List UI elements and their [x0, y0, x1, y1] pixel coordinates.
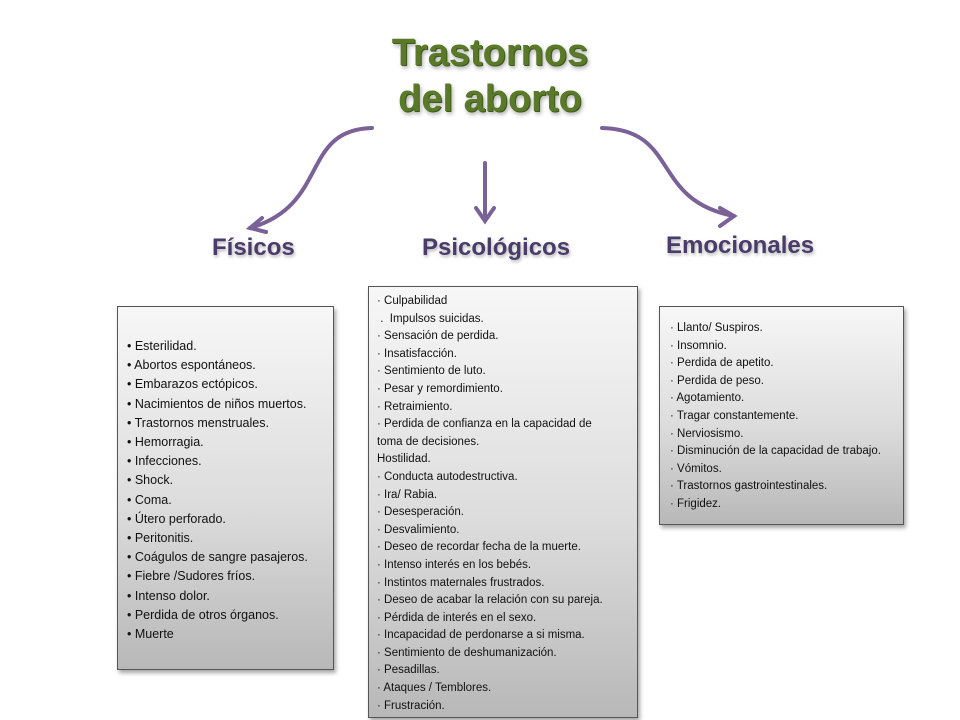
heading-emocionales: Emocionales — [666, 232, 815, 259]
list-item: · Desesperación. — [377, 506, 464, 519]
arrow-center-head — [474, 206, 496, 225]
list-item: • Intenso dolor. — [127, 588, 210, 603]
list-item: • Trastornos menstruales. — [127, 415, 269, 430]
list-item: · Intenso interés en los bebés. — [377, 558, 532, 571]
list-item: · Perdida de confianza en la capacidad d… — [377, 418, 592, 431]
list-item: • Perdida de otros órganos. — [127, 607, 279, 622]
list-item: • Coma. — [127, 492, 172, 507]
psicologicos-box: · Culpabilidad . Impulsos suicidas. · Sen… — [368, 286, 638, 718]
list-item: • Abortos espontáneos. — [127, 358, 256, 373]
list-item: • Esterilidad. — [127, 339, 197, 353]
list-item: · Pesadillas. — [377, 664, 440, 677]
psicologicos-list: · Culpabilidad . Impulsos suicidas. · Sen… — [377, 293, 637, 715]
list-item: • Muerte — [127, 627, 174, 642]
list-item: · Tragar constantemente. — [670, 409, 799, 422]
list-item: · Vómitos. — [670, 462, 722, 475]
list-item: · Insomnio. — [670, 339, 727, 352]
emocionales-box: · Llanto/ Suspiros. · Insomnio. · Perdida … — [659, 306, 904, 525]
title-line-1: Trastornos — [391, 32, 589, 74]
list-item: Hostilidad. — [377, 453, 431, 466]
list-item: · Nerviosismo. — [670, 427, 744, 440]
heading-fisicos: Físicos — [212, 234, 295, 261]
list-item: • Nacimientos de niños muertos. — [127, 396, 307, 411]
list-item: . Impulsos suicidas. — [377, 312, 484, 325]
list-item: · Sensación de perdida. — [377, 330, 499, 343]
list-item: • Infecciones. — [127, 454, 202, 469]
list-item: · Frigidez. — [670, 497, 722, 510]
fisicos-list: • Esterilidad. • Abortos espontáneos. • Em… — [127, 337, 333, 644]
list-item: · Desvalimiento. — [377, 523, 460, 536]
heading-psicologicos: Psicológicos — [422, 234, 571, 261]
list-item: · Disminución de la capacidad de trabajo… — [670, 445, 881, 458]
list-item: · Pesar y remordimiento. — [377, 382, 503, 395]
list-item: · Instintos maternales frustrados. — [377, 576, 545, 589]
list-item: · Pérdida de interés en el sexo. — [377, 611, 537, 624]
list-item: · Perdida de peso. — [670, 374, 764, 387]
list-item: • Útero perforado. — [127, 511, 226, 526]
list-item: · Sentimiento de deshumanización. — [377, 646, 557, 659]
list-item: • Coágulos de sangre pasajeros. — [127, 550, 308, 565]
arrow-left — [248, 126, 374, 230]
list-item: • Hemorragia. — [127, 435, 204, 450]
list-item: · Perdida de apetito. — [670, 357, 774, 370]
list-item: · Llanto/ Suspiros. — [670, 322, 763, 334]
list-item: • Shock. — [127, 473, 174, 488]
emocionales-list: · Llanto/ Suspiros. · Insomnio. · Perdida … — [670, 320, 903, 514]
list-item: · Deseo de acabar la relación con su par… — [377, 594, 603, 607]
list-item: · Frustración. — [377, 699, 445, 712]
list-item: · Retraimiento. — [377, 400, 453, 413]
list-item: · Agotamiento. — [670, 392, 745, 405]
list-item: · Incapacidad de perdonarse a si misma. — [377, 629, 585, 642]
arrow-left-head — [245, 216, 268, 234]
list-item: · Insatisfacción. — [377, 347, 457, 360]
list-item: • Fiebre /Sudores fríos. — [127, 569, 256, 584]
title-line-2: del aborto — [398, 78, 582, 120]
list-item: · Ataques / Temblores. — [377, 682, 492, 695]
list-item: · Culpabilidad — [377, 295, 448, 307]
list-item: · Deseo de recordar fecha de la muerte. — [377, 541, 581, 554]
list-item: toma de decisiones. — [377, 435, 480, 448]
arrow-right — [600, 126, 736, 218]
list-item: • Peritonitis. — [127, 531, 194, 546]
diagram-title: Trastornos del aborto — [340, 30, 640, 122]
list-item: • Embarazos ectópicos. — [127, 377, 258, 392]
fisicos-box: • Esterilidad. • Abortos espontáneos. • Em… — [117, 306, 334, 670]
arrow-right-head — [718, 206, 738, 228]
list-item: · Sentimiento de luto. — [377, 365, 486, 378]
list-item: · Ira/ Rabia. — [377, 488, 438, 501]
list-item: · Conducta autodestructiva. — [377, 470, 518, 483]
list-item: · Trastornos gastrointestinales. — [670, 480, 828, 493]
